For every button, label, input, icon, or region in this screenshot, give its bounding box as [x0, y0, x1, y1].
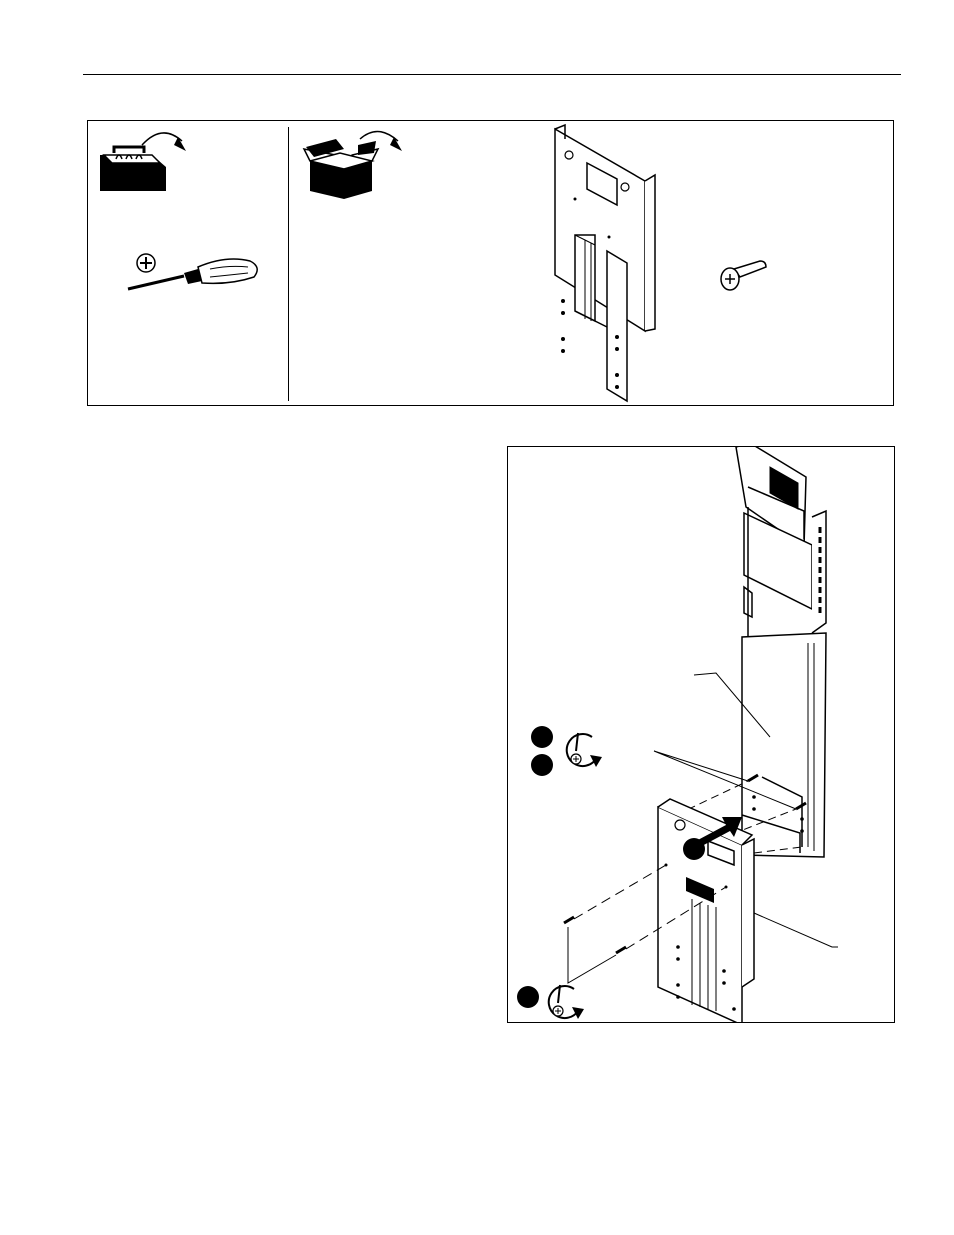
step-markers-top: [528, 723, 556, 781]
step-marker-b: [531, 754, 553, 776]
header-rule: [83, 74, 901, 75]
toolbox-icon: [94, 125, 194, 195]
tools-and-parts-panel: [87, 120, 894, 406]
phillips-screwdriver-icon: [126, 247, 266, 297]
tighten-screwdriver-icon: [538, 981, 586, 1023]
step-marker-a: [531, 726, 553, 748]
screw-icon: [716, 255, 772, 295]
panel-divider: [288, 127, 289, 401]
open-box-icon: [300, 125, 410, 201]
tighten-screwdriver-icon: [556, 729, 604, 773]
step-marker-middle: [680, 835, 708, 863]
installation-diagram: [507, 446, 895, 1023]
extension-bracket-icon: [551, 125, 661, 405]
